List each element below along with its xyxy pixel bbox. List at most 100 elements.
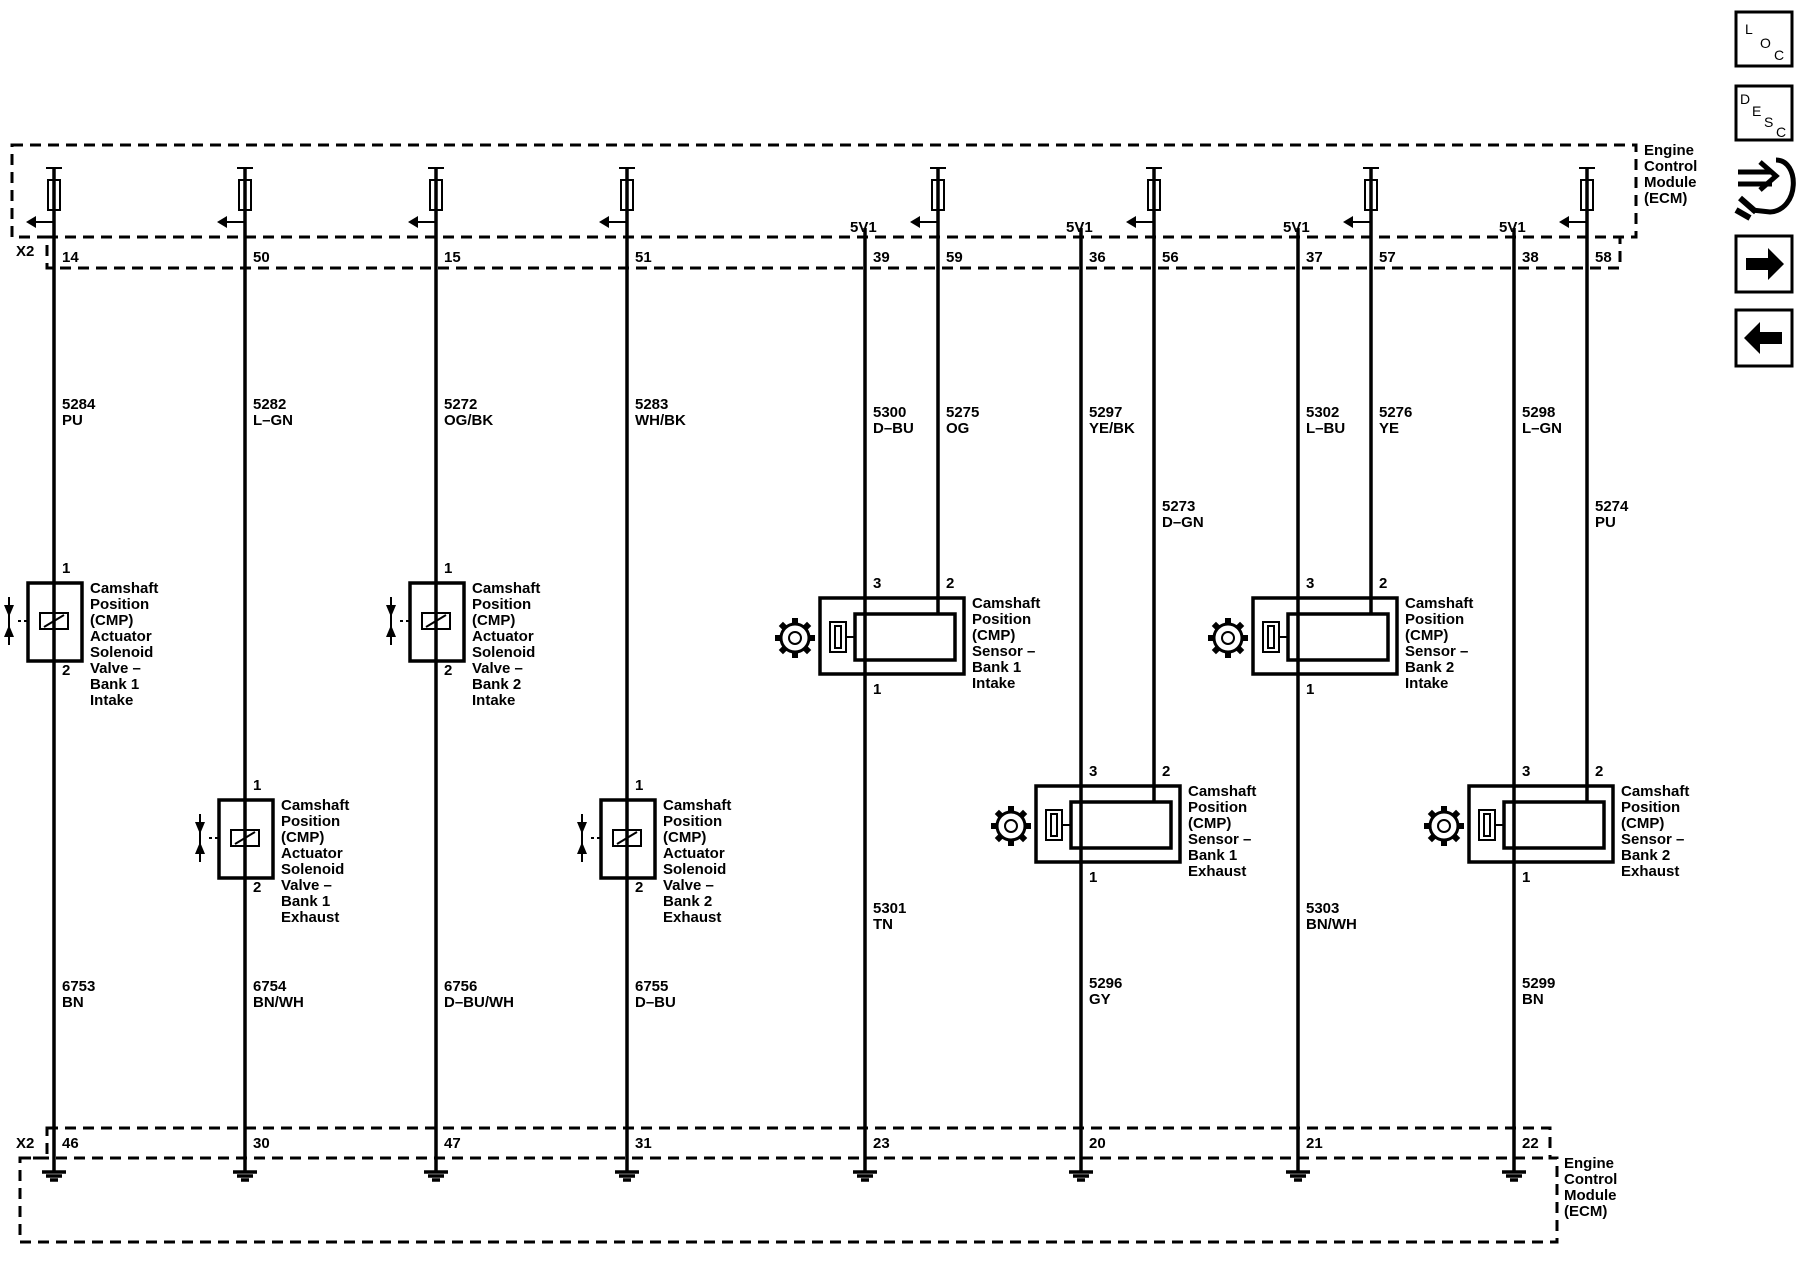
circuit-number: 5282 (253, 396, 286, 413)
loc-button[interactable]: LOC (1734, 10, 1794, 68)
ecm-driver-sg2 (1343, 167, 1379, 228)
wire-color: OG/BK (444, 412, 493, 429)
pin-label: 3 (1089, 763, 1097, 780)
next-button[interactable] (1734, 234, 1794, 294)
circuit-number: 5301 (873, 900, 906, 917)
wire-color: TN (873, 916, 893, 933)
ecm-pin-top: 37 (1306, 249, 1323, 266)
ground-symbol-s0 (42, 1170, 66, 1182)
gear-icon (1208, 618, 1248, 658)
wire-color: BN/WH (1306, 916, 1357, 933)
gear-icon (1424, 806, 1464, 846)
ground-symbol-sn0 (853, 1170, 877, 1182)
supply-label: 5V1 (1499, 219, 1526, 236)
wire-color: D–BU (873, 420, 914, 437)
ground-symbol-s2 (424, 1170, 448, 1182)
ecm-pin-bottom: 23 (873, 1135, 890, 1152)
cmp-sensor-3 (1424, 784, 1615, 864)
wire-color: D–BU (635, 994, 676, 1011)
wire-color: BN (62, 994, 84, 1011)
desc-letter: E (1752, 103, 1761, 119)
circuit-number: 5297 (1089, 404, 1122, 421)
circuit-number: 6756 (444, 978, 477, 995)
wire-color: PU (1595, 514, 1616, 531)
arrow-left-icon (1744, 322, 1782, 354)
ground-symbol-sn3 (1502, 1170, 1526, 1182)
ecm-pin-bottom: 22 (1522, 1135, 1539, 1152)
wire-color: YE (1379, 420, 1399, 437)
ecm-pin-top: 14 (62, 249, 79, 266)
cmp-sensor-2 (1208, 596, 1399, 676)
pin-label: 1 (1089, 869, 1097, 886)
wires (26, 167, 1595, 1182)
circuit-number: 5275 (946, 404, 979, 421)
ecm-pin-top: 39 (873, 249, 890, 266)
ecm-pin-top: 56 (1162, 249, 1179, 266)
pin-label: 2 (1162, 763, 1170, 780)
ecm-driver-sg0 (910, 167, 946, 228)
ecm-driver-sg1 (1126, 167, 1162, 228)
circuit-number: 6753 (62, 978, 95, 995)
ground-symbol-s3 (615, 1170, 639, 1182)
ground-symbol-sn2 (1286, 1170, 1310, 1182)
wire-color: D–BU/WH (444, 994, 514, 1011)
ground-symbol-sn1 (1069, 1170, 1093, 1182)
wire-color: L–BU (1306, 420, 1345, 437)
connector-wrench-icon[interactable] (1734, 157, 1796, 221)
circuit-number: 5274 (1595, 498, 1629, 515)
ecm-driver-s3 (599, 167, 635, 228)
previous-button[interactable] (1734, 308, 1794, 368)
pin-label: 2 (1595, 763, 1603, 780)
pin-label: 1 (873, 681, 881, 698)
pin-label: 2 (635, 879, 643, 896)
pin-label: 1 (444, 560, 452, 577)
circuit-number: 5299 (1522, 975, 1555, 992)
desc-letter: C (1776, 124, 1786, 140)
circuit-number: 5302 (1306, 404, 1339, 421)
ecm-pin-top: 57 (1379, 249, 1396, 266)
wire-color: BN/WH (253, 994, 304, 1011)
wire-color: WH/BK (635, 412, 686, 429)
supply-label: 5V1 (1283, 219, 1310, 236)
solenoid-valve-0 (4, 581, 84, 663)
loc-letter: O (1760, 35, 1771, 51)
ecm-pin-top: 50 (253, 249, 270, 266)
ecm-pin-top: 51 (635, 249, 652, 266)
circuit-number: 5303 (1306, 900, 1339, 917)
wire-color: L–GN (253, 412, 293, 429)
ground-symbol-s1 (233, 1170, 257, 1182)
pin-label: 2 (1379, 575, 1387, 592)
circuit-number: 5298 (1522, 404, 1555, 421)
ecm-pin-bottom: 20 (1089, 1135, 1106, 1152)
circuit-number: 5276 (1379, 404, 1412, 421)
pin-label: 1 (62, 560, 70, 577)
ecm-driver-sg3 (1559, 167, 1595, 228)
desc-letter: S (1764, 114, 1773, 130)
ecm-pin-bottom: 31 (635, 1135, 652, 1152)
pin-label: 2 (444, 662, 452, 679)
wire-color: GY (1089, 991, 1111, 1008)
loc-letter: L (1745, 21, 1753, 37)
ecm-pin-bottom: 30 (253, 1135, 270, 1152)
solenoid-valve-1 (195, 798, 275, 880)
supply-label: 5V1 (1066, 219, 1093, 236)
circuit-number: 6755 (635, 978, 668, 995)
pin-label: 1 (1522, 869, 1530, 886)
cmp-sensor-0 (775, 596, 966, 676)
arrow-right-icon (1746, 248, 1784, 280)
connector-label-bottom: X2 (16, 1135, 34, 1152)
wire-color: BN (1522, 991, 1544, 1008)
ecm-pin-bottom: 21 (1306, 1135, 1323, 1152)
